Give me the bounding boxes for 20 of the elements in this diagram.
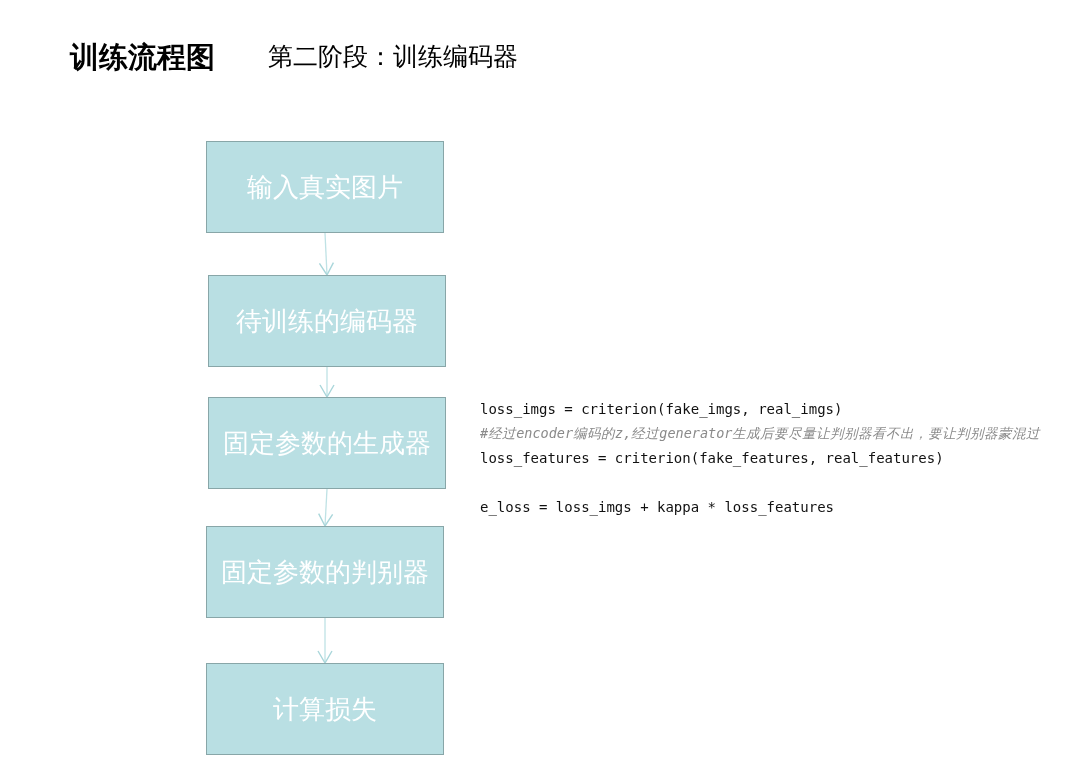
code-line: loss_imgs = criterion(fake_imgs, real_imgs) — [480, 401, 843, 417]
process-box — [206, 141, 444, 233]
box-label: 固定参数的判别器 — [221, 556, 429, 589]
arrow — [317, 617, 333, 664]
box-label: 固定参数的生成器 — [223, 427, 431, 460]
diagram-title: 训练流程图 — [70, 40, 215, 75]
process-box — [208, 275, 446, 367]
arrow — [318, 232, 335, 276]
code-line: loss_features = criterion(fake_features, real_features) — [480, 450, 944, 466]
process-box — [206, 526, 444, 618]
process-box — [206, 663, 444, 755]
arrow — [317, 488, 334, 527]
box-label: 输入真实图片 — [247, 171, 403, 204]
code-comment: #经过encoder编码的z,经过generator生成后要尽量让判别器看不出，要让判别器蒙混过 — [480, 425, 1041, 443]
box-label: 待训练的编码器 — [236, 305, 418, 338]
process-box — [208, 397, 446, 489]
subtitle: 第二阶段：训练编码器 — [268, 42, 518, 72]
box-label: 计算损失 — [273, 693, 377, 726]
arrow — [319, 366, 335, 398]
code-line: e_loss = loss_imgs + kappa * loss_features — [480, 499, 834, 515]
